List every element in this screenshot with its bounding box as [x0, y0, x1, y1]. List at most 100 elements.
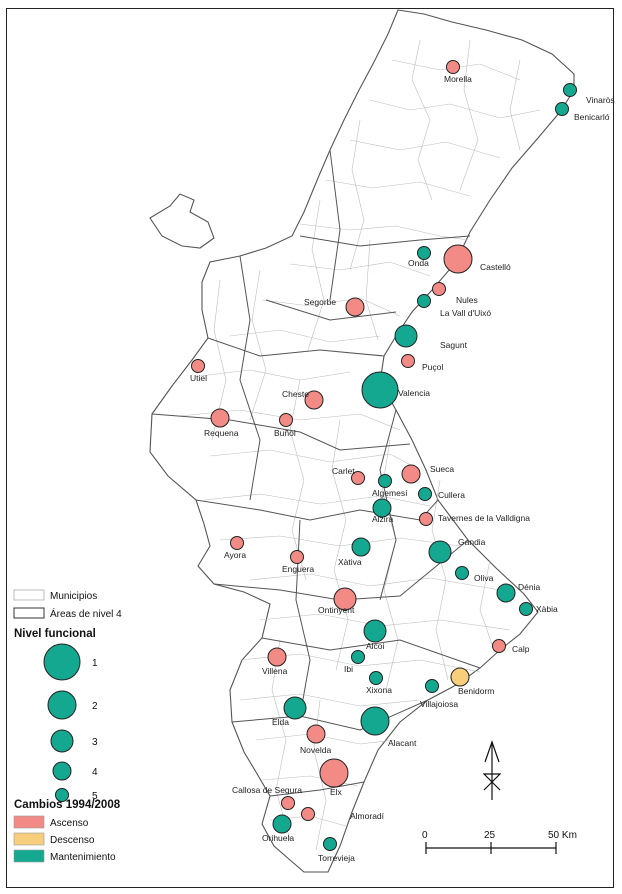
city-marker-ontinyent [333, 587, 357, 611]
city-marker-carlet [351, 471, 365, 485]
city-label-morella: Morella [444, 74, 472, 84]
city-marker-vinaros [563, 83, 577, 97]
city-label-elda: Elda [272, 717, 289, 727]
city-marker-torrevieja [323, 837, 337, 851]
city-marker-benidorm [450, 667, 470, 687]
legend-level-5-circle [55, 788, 69, 802]
city-label-cullera: Cullera [438, 490, 465, 500]
city-label-torrevieja: Torrevieja [318, 853, 355, 863]
city-label-benidorm: Benidorm [458, 686, 494, 696]
city-label-benicarlo: Benicarló [574, 112, 610, 122]
city-marker-novelda [306, 724, 326, 744]
legend-cambio-mantenimiento-label: Mantenimiento [50, 852, 116, 863]
city-marker-cheste [304, 390, 324, 410]
city-marker-xativa [351, 537, 371, 557]
city-marker-elx [319, 758, 349, 788]
city-marker-callosa-de-segura [281, 796, 295, 810]
legend-cambio-descenso-swatch [13, 832, 45, 846]
legend-level-1-circle [43, 643, 81, 681]
city-label-callosa-de-segura: Callosa de Segura [232, 785, 302, 795]
city-marker-requena [210, 408, 230, 428]
city-label-ontinyent: Ontinyent [318, 605, 355, 615]
city-label-la-vall-d-uixo: La Vall d'Uixó [440, 308, 491, 318]
legend-cambios-title: Cambios 1994/2008 [14, 799, 121, 811]
legend-cambio-ascenso-swatch [13, 815, 45, 829]
city-marker-denia [496, 583, 516, 603]
city-marker-alzira [372, 498, 392, 518]
city-label-cheste: Cheste [282, 389, 309, 399]
city-marker-onda [417, 246, 431, 260]
city-label-segorbe: Segorbe [304, 297, 336, 307]
legend-level-3-label: 3 [92, 737, 98, 748]
city-marker-nules [432, 282, 446, 296]
city-marker-utiel [191, 359, 205, 373]
city-marker-sueca [401, 464, 421, 484]
city-label-algemesi: Algemesí [372, 488, 408, 498]
city-marker-oliva [455, 566, 469, 580]
city-label-alzira: Alzira [372, 514, 394, 524]
city-marker-villajoiosa [425, 679, 439, 693]
legend-level-5-label: 5 [92, 791, 98, 802]
legend-municipios-label: Municipios [50, 591, 97, 602]
city-label-xixona: Xixona [366, 685, 392, 695]
scale-tick-50: 50 Km [548, 830, 577, 841]
legend-level-4-label: 4 [92, 767, 98, 778]
city-label-elx: Elx [330, 787, 343, 797]
city-marker-cullera [418, 487, 432, 501]
city-label-orihuela: Orihuela [262, 833, 294, 843]
legend-nivel-title: Nivel funcional [14, 628, 96, 640]
legend-areas-label: Áreas de nivel 4 [50, 607, 122, 620]
legend-cambio-mantenimiento-swatch [13, 849, 45, 863]
city-label-xativa: Xàtiva [338, 557, 362, 567]
city-marker-alcoi [363, 619, 387, 643]
city-label-vinaros: Vinaròs [586, 95, 615, 105]
cities-layer [191, 60, 577, 851]
city-marker-orihuela [272, 814, 292, 834]
city-label-onda: Onda [408, 258, 429, 268]
city-label-sueca: Sueca [430, 464, 454, 474]
city-label-enguera: Enguera [282, 564, 314, 574]
city-marker-villena [267, 647, 287, 667]
city-label-villajoiosa: Villajoiosa [420, 699, 458, 709]
city-label-gandia: Gandia [458, 537, 486, 547]
city-marker-tavernes-de-la-valldigna [419, 512, 433, 526]
city-label-utiel: Utiel [190, 373, 207, 383]
city-marker-valencia [361, 371, 399, 409]
north-arrow-icon: N [482, 740, 502, 800]
legend-cambio-descenso-label: Descenso [50, 835, 95, 846]
scale-bar: 0 25 50 Km [422, 830, 577, 854]
scale-tick-25: 25 [484, 830, 496, 841]
city-marker-benicarlo [555, 102, 569, 116]
city-label-xabia: Xàbia [536, 604, 558, 614]
city-label-castello: Castelló [480, 262, 511, 272]
city-marker-bunol [279, 413, 293, 427]
city-marker-gandia [428, 540, 452, 564]
city-marker-algemesi [378, 474, 392, 488]
legend-cambio-ascenso-label: Ascenso [50, 818, 89, 829]
city-label-almoradi: Almoradí [350, 811, 385, 821]
city-marker-la-vall-d-uixo [417, 294, 431, 308]
city-marker-calp [492, 639, 506, 653]
city-label-requena: Requena [204, 428, 239, 438]
city-label-ayora: Ayora [224, 550, 246, 560]
region-outline [149, 9, 575, 873]
city-label-novelda: Novelda [300, 745, 331, 755]
city-label-tavernes-de-la-valldigna: Tavernes de la Valldigna [438, 513, 530, 523]
city-marker-castello [443, 244, 473, 274]
city-marker-xabia [519, 602, 533, 616]
city-label-valencia: Valencia [398, 388, 430, 398]
city-marker-elda [283, 696, 307, 720]
rincon-de-ademuz [149, 193, 215, 249]
legend-areas-swatch [13, 607, 45, 619]
legend-level-3-circle [50, 729, 74, 753]
city-marker-ibi [351, 650, 365, 664]
city-marker-alacant [360, 706, 390, 736]
city-label-nules: Nules [456, 295, 478, 305]
city-marker-sagunt [394, 324, 418, 348]
legend-level-2-circle [47, 690, 77, 720]
city-label-bunol: Buñol [274, 428, 296, 438]
